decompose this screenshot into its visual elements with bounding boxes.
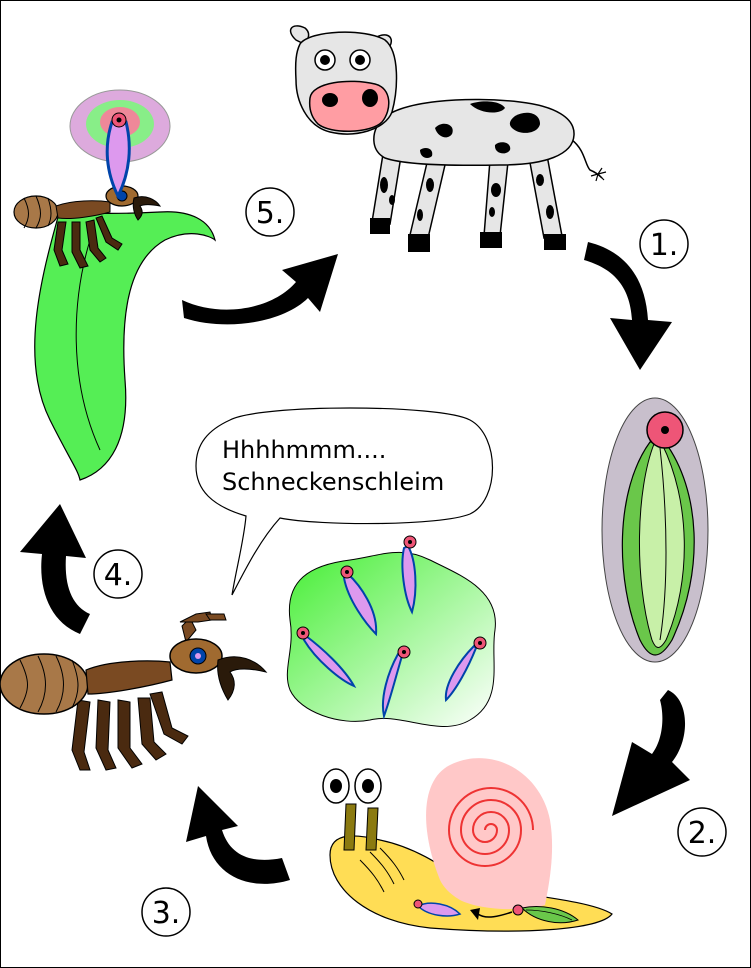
ant-on-grass — [13, 89, 171, 269]
slime-blob — [286, 551, 496, 727]
speech-line-2: Schneckenschleim — [222, 468, 444, 496]
svg-text:5.: 5. — [256, 196, 285, 231]
speech-bubble — [195, 407, 494, 596]
cow — [289, 25, 607, 252]
infected-ant — [0, 611, 268, 771]
step-label-4: 4. — [93, 549, 143, 599]
step-label-1: 1. — [639, 219, 689, 269]
arrow-step-1 — [584, 242, 672, 370]
svg-text:1.: 1. — [650, 228, 679, 263]
step-label-2: 2. — [677, 807, 727, 857]
speech-line-1: Hhhhmmm.... — [222, 436, 386, 464]
arrow-step-4 — [20, 504, 90, 634]
arrow-step-2 — [612, 690, 690, 816]
egg-capsule — [601, 397, 709, 663]
step-label-5: 5. — [245, 187, 295, 237]
svg-text:2.: 2. — [688, 816, 717, 851]
arrow-step-5 — [182, 254, 338, 325]
snail — [322, 758, 613, 932]
arrow-step-3 — [186, 786, 290, 884]
svg-text:4.: 4. — [104, 558, 133, 593]
cercaria-group — [296, 535, 487, 720]
step-label-3: 3. — [141, 887, 191, 937]
svg-text:3.: 3. — [152, 896, 181, 931]
